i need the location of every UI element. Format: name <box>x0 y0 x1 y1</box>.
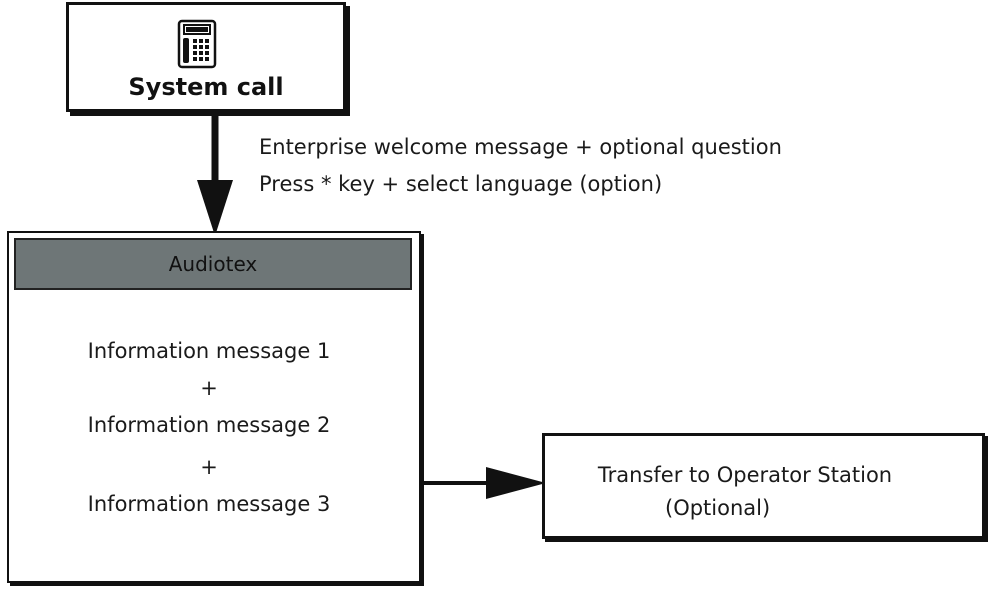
information-message-1: Information message 1 <box>87 339 331 363</box>
audiotex-box: Audiotex Information message 1 + Informa… <box>7 231 421 583</box>
information-message-2: Information message 2 <box>87 413 331 437</box>
annotation-welcome-message: Enterprise welcome message + optional qu… <box>259 135 782 159</box>
audiotex-header: Audiotex <box>14 238 412 290</box>
transfer-optional-note: (Optional) <box>665 496 771 520</box>
arrow-right-connector <box>420 467 546 499</box>
desk-phone-icon <box>177 19 217 69</box>
transfer-operator-box: Transfer to Operator Station (Optional) <box>542 433 985 539</box>
annotation-language-select: Press * key + select language (option) <box>259 172 663 196</box>
information-message-3: Information message 3 <box>87 492 331 516</box>
transfer-title: Transfer to Operator Station <box>597 463 893 487</box>
system-call-box: System call <box>66 2 346 112</box>
plus-separator: + <box>200 455 218 479</box>
system-call-label: System call <box>128 73 284 101</box>
plus-separator: + <box>200 376 218 400</box>
arrow-down-connector <box>197 112 233 236</box>
